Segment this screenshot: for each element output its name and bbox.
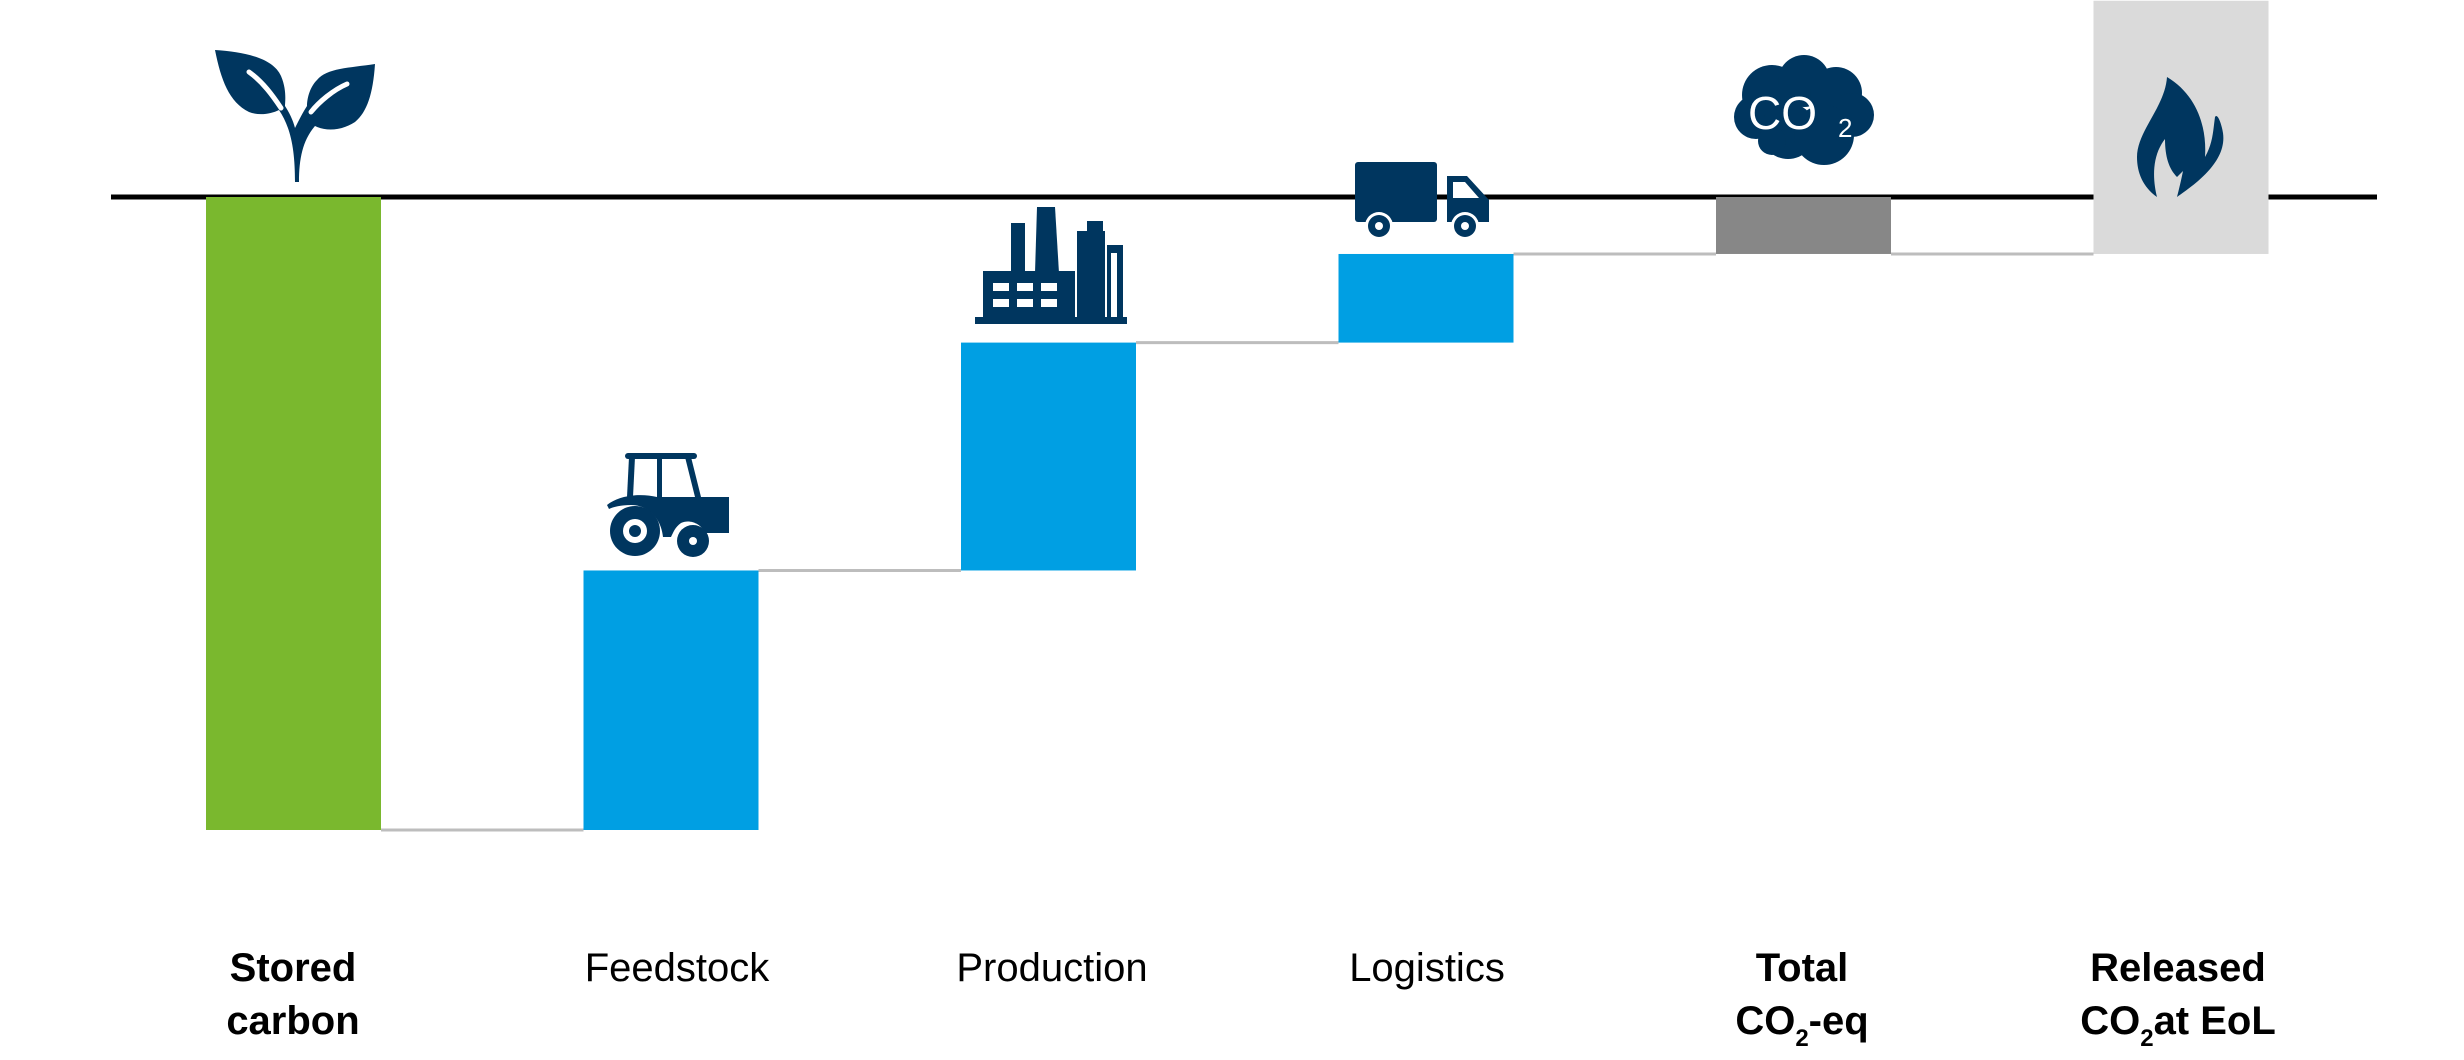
- label-line1: Stored: [229, 946, 357, 990]
- label-line1: Feedstock: [584, 946, 770, 990]
- bar-feedstock: [583, 570, 759, 830]
- co2-icon-subscript: 2: [1838, 113, 1852, 143]
- factory-icon: [975, 207, 1127, 324]
- category-label-logistics: Logistics: [1277, 942, 1577, 995]
- category-label-released-co2-eol: Released CO2at EoL: [2028, 942, 2328, 1051]
- co2-icon-text: CO: [1748, 87, 1817, 139]
- label-suffix: -eq: [1808, 999, 1869, 1043]
- label-suffix: at EoL: [2153, 999, 2276, 1043]
- label-line1: Released: [2090, 946, 2266, 990]
- label-co2-text: CO: [2080, 999, 2141, 1043]
- category-label-production: Production: [902, 942, 1202, 995]
- category-label-feedstock: Feedstock: [527, 942, 827, 995]
- category-label-stored-carbon: Stored carbon: [143, 942, 443, 1048]
- co2-cloud-icon: CO 2: [1732, 55, 1876, 167]
- label-co2-subscript: 2: [2140, 1025, 2154, 1052]
- connector-lines: [381, 252, 2094, 832]
- label-line1: Total: [1755, 946, 1849, 990]
- label-line2: CO2at EoL: [2028, 995, 2328, 1051]
- bar-production: [961, 342, 1136, 571]
- label-line2: carbon: [226, 999, 360, 1043]
- bar-stored-carbon: [206, 197, 381, 830]
- label-co2-text: CO: [1735, 999, 1796, 1043]
- tractor-icon: [605, 453, 730, 557]
- category-label-total-co2-eq: Total CO2-eq: [1652, 942, 1952, 1051]
- label-line1: Production: [956, 946, 1148, 990]
- truck-icon: [1355, 162, 1489, 238]
- flame-icon: [2137, 77, 2227, 197]
- sprout-icon: [215, 50, 375, 182]
- label-line2: CO2-eq: [1652, 995, 1952, 1051]
- bar-logistics: [1338, 253, 1514, 343]
- label-co2-subscript: 2: [1795, 1025, 1809, 1052]
- label-line1: Logistics: [1349, 946, 1505, 990]
- bars: [206, 0, 2269, 830]
- bar-total-co2-eq: [1716, 197, 1891, 254]
